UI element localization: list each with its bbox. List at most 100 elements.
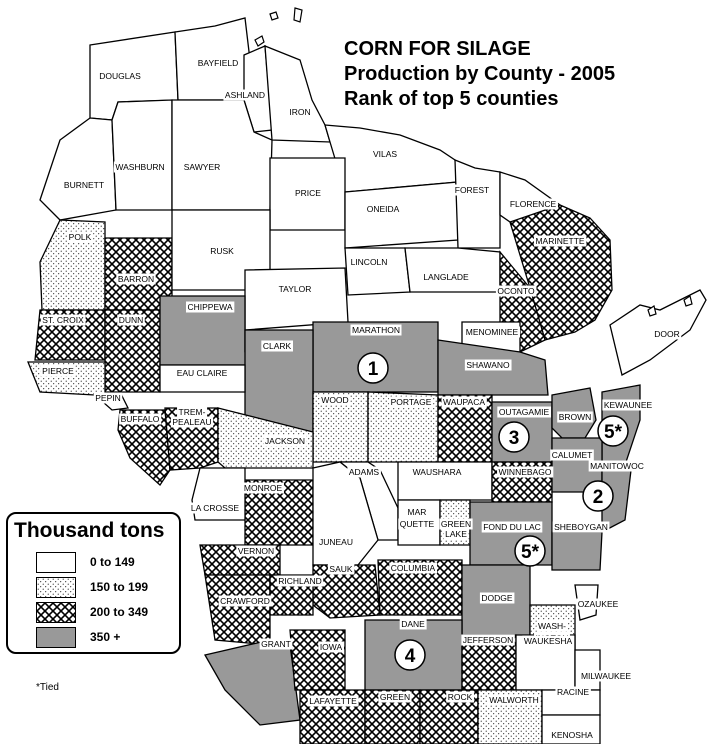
county-label-background: [350, 324, 402, 336]
island-shape: [647, 305, 657, 317]
county-label-background: [117, 314, 145, 326]
county-label-background: [182, 161, 222, 173]
county-label-background: [378, 691, 412, 703]
county-label-background: [218, 595, 272, 607]
county-label-background: [557, 411, 593, 423]
county-shape: [244, 267, 349, 331]
county-label: BAYFIELD: [198, 58, 238, 68]
county-label-background: [276, 575, 324, 587]
county-label: IRON: [289, 107, 310, 117]
county-label: PRICE: [295, 188, 321, 198]
county-label: ADAMS: [349, 467, 380, 477]
county-label: CRAWFORD: [220, 596, 270, 606]
county-label-background: [317, 536, 355, 548]
island-shape: [683, 295, 693, 307]
county-label: WASH-: [538, 621, 566, 631]
county-label: MANITOWOC: [590, 461, 644, 471]
county-label: RACINE: [557, 687, 589, 697]
county-label: FOREST: [455, 185, 489, 195]
county-label: BUFFALO: [121, 414, 160, 424]
county-shape: [39, 117, 117, 221]
county-label-background: [508, 198, 558, 210]
county-label: DANE: [401, 619, 425, 629]
county-label-background: [236, 545, 276, 557]
county-label-background: [588, 460, 646, 472]
county-label: DUNN: [119, 315, 144, 325]
rank-marker: [597, 415, 629, 447]
county-label: GREEN: [380, 692, 410, 702]
county-shape: [551, 531, 603, 571]
legend-label: 350 +: [90, 630, 121, 644]
county-label-background: [119, 413, 162, 425]
county-label-background: [116, 273, 156, 285]
legend: Thousand tons 0 to 149 150 to 199 200 to…: [6, 512, 181, 654]
map-title-line-1: CORN FOR SILAGE: [344, 38, 531, 60]
county-label: CALUMET: [552, 450, 593, 460]
county-label: ONEIDA: [367, 204, 400, 214]
county-label-background: [277, 283, 313, 295]
county-label-background: [533, 235, 587, 247]
county-label: MARATHON: [352, 325, 400, 335]
county-label-background: [481, 521, 543, 533]
county-label: ASHLAND: [225, 90, 265, 100]
county-label: DODGE: [481, 593, 513, 603]
county-label: CLARK: [263, 341, 292, 351]
county-label: VILAS: [373, 149, 397, 159]
county-shape: [111, 99, 173, 211]
county-label: CHIPPEWA: [187, 302, 232, 312]
county-label-background: [497, 406, 552, 418]
county-label-background: [170, 416, 214, 428]
county-label: ST. CROIX: [42, 315, 84, 325]
county-label-background: [495, 285, 537, 297]
rank-number: 3: [509, 428, 520, 449]
county-label: BARRON: [118, 274, 154, 284]
county-shape: [204, 574, 271, 646]
county-label-background: [464, 326, 521, 338]
county-label-background: [189, 502, 241, 514]
county-label: RICHLAND: [278, 576, 321, 586]
county-label-background: [399, 618, 427, 630]
county-label-background: [446, 691, 475, 703]
county-shape: [204, 639, 301, 726]
county-label-background: [579, 670, 633, 682]
county-label-background: [208, 245, 236, 257]
county-label: WALWORTH: [489, 695, 538, 705]
county-label: KENOSHA: [551, 730, 593, 740]
county-label-background: [576, 598, 621, 610]
county-label: PEPIN: [95, 393, 121, 403]
county-label-background: [398, 518, 437, 530]
county-shape: [289, 629, 346, 691]
county-label: WINNEBAGO: [499, 467, 552, 477]
county-label: SHEBOYGAN: [554, 522, 608, 532]
county-label-background: [555, 686, 591, 698]
legend-swatch-white: [36, 552, 76, 573]
legend-item: 150 to 199: [36, 577, 176, 598]
county-label-background: [93, 392, 123, 404]
county-label: LANGLADE: [423, 272, 469, 282]
county-label: WAUSHARA: [413, 467, 462, 477]
county-label-background: [307, 695, 359, 707]
county-shape: [404, 247, 501, 293]
county-label-background: [550, 449, 594, 461]
county-label: PIERCE: [42, 366, 74, 376]
county-shape: [344, 181, 459, 249]
county-label-background: [411, 466, 464, 478]
county-label-background: [497, 466, 554, 478]
county-label-background: [389, 396, 434, 408]
county-label-background: [97, 70, 143, 82]
county-label-background: [223, 89, 267, 101]
county-label-background: [347, 466, 381, 478]
rank-number: 2: [593, 487, 604, 508]
county-label-background: [242, 482, 284, 494]
county-label-background: [421, 271, 471, 283]
island-shape: [293, 7, 303, 23]
county-label: TREM-: [179, 407, 206, 417]
county-label: RUSK: [210, 246, 234, 256]
county-label-background: [453, 184, 491, 196]
map-title-line-3: Rank of top 5 counties: [344, 88, 559, 110]
county-label-background: [40, 314, 86, 326]
county-label: BROWN: [559, 412, 592, 422]
county-label: DOOR: [654, 329, 680, 339]
